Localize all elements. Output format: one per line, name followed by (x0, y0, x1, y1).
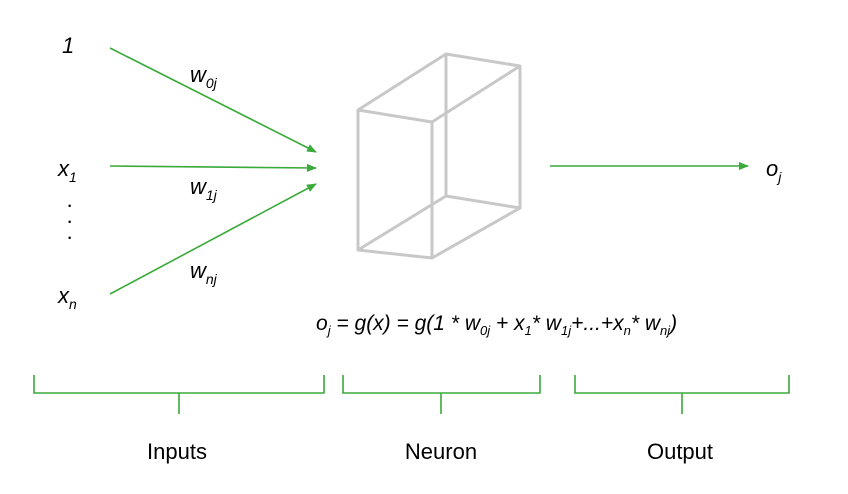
bias-input-label: 1 (62, 33, 74, 58)
section-label-inputs: Inputs (147, 439, 207, 464)
weight-w0j-label: w0j (190, 62, 218, 91)
section-label-neuron: Neuron (405, 439, 477, 464)
input-xn-label: xn (57, 283, 77, 312)
input-ellipsis: · · · (66, 192, 73, 249)
svg-text:·: · (66, 208, 73, 233)
input-x1-label: x1 (57, 156, 77, 185)
neuron-bracket (342, 375, 541, 414)
inputs-bracket (33, 375, 325, 414)
output-bracket (574, 375, 790, 414)
svg-text:·: · (66, 224, 73, 249)
weight-wnj-label: wnj (190, 258, 218, 287)
edge-bias-to-neuron (109, 47, 317, 153)
neuron-box (356, 52, 522, 260)
activation-equation: oj = g(x) = g(1 * w0j + x1* w1j+...+xn* … (316, 312, 677, 338)
section-label-output: Output (647, 439, 713, 464)
weight-w1j-label: w1j (190, 174, 218, 203)
output-oj-label: oj (766, 156, 782, 185)
edge-x1-to-neuron (109, 163, 317, 172)
svg-text:·: · (66, 192, 73, 217)
edge-xn-to-neuron (109, 183, 317, 295)
